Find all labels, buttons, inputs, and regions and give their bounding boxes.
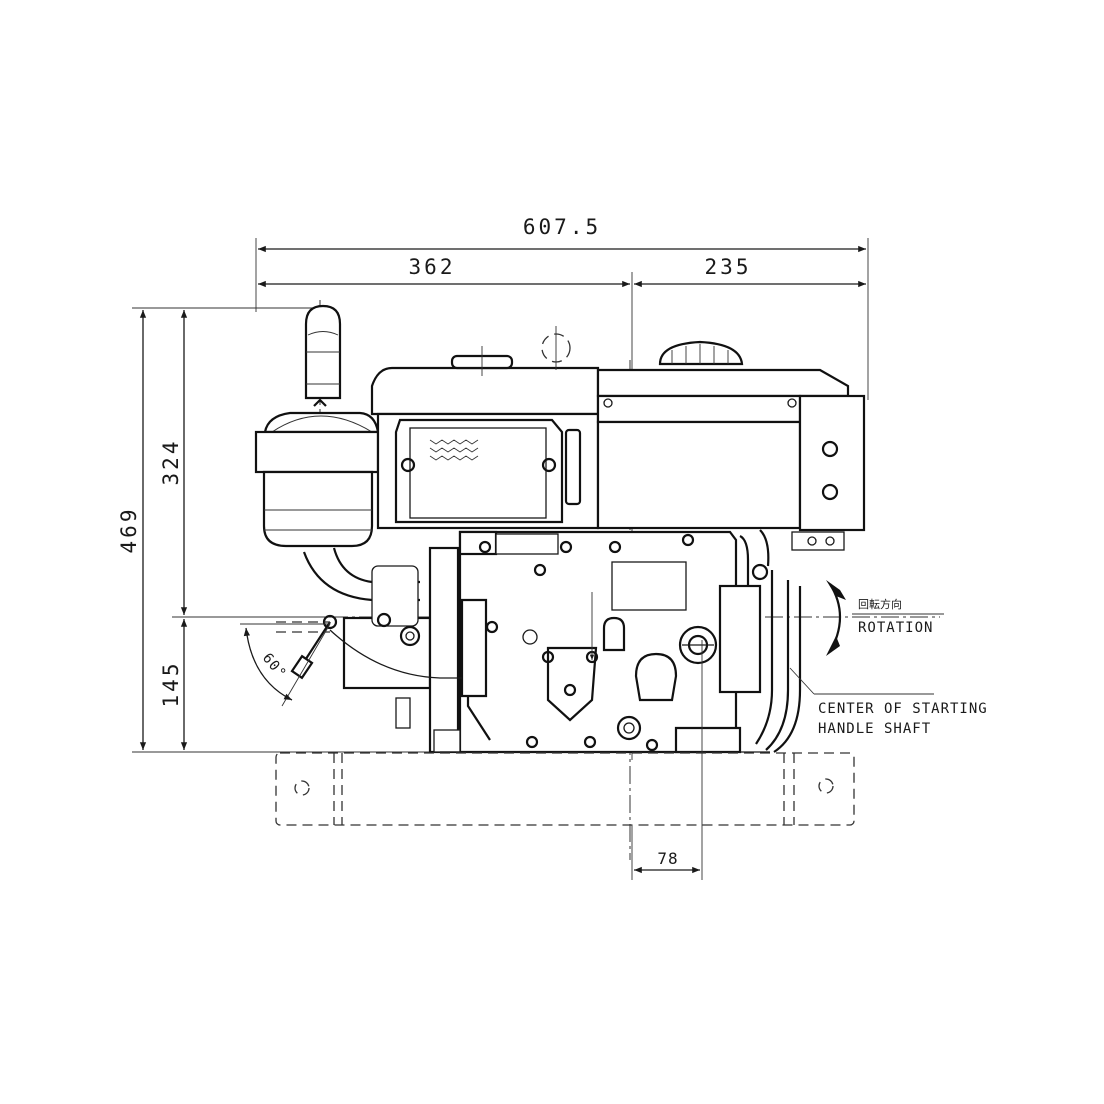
intake-carburetor — [302, 546, 462, 754]
rotation-label: ROTATION — [858, 620, 933, 636]
starting-handle-offset-label: 78 — [657, 849, 678, 868]
top-to-shaft-label: 324 — [159, 439, 183, 486]
center-label-line1: CENTER OF STARTING — [818, 701, 988, 717]
air-cleaner — [254, 398, 380, 548]
overall-height-label: 469 — [117, 507, 141, 554]
fuel-tank — [596, 340, 866, 551]
shaft-to-base-label: 145 — [159, 661, 183, 708]
mesh-pattern — [429, 439, 479, 461]
dimension-shaft-to-base: 145 — [159, 619, 188, 750]
dimension-overall-length: 607.5 — [255, 215, 869, 400]
rotation-jp-label: 回転方向 — [858, 597, 902, 611]
shaft-to-right-label: 235 — [705, 255, 752, 279]
handle-angle: 60° — [240, 623, 331, 707]
left-to-shaft-label: 362 — [409, 255, 456, 279]
overall-length-label: 607.5 — [523, 215, 601, 239]
mounting-base-dashed — [275, 752, 855, 826]
center-label-line2: HANDLE SHAFT — [818, 721, 931, 737]
dimension-overall-height: 469 — [117, 309, 147, 750]
decompression-lever-dashed — [541, 326, 571, 370]
dimension-shaft-to-right: 235 — [634, 255, 866, 288]
starter-guard — [674, 529, 802, 754]
head-cover — [370, 346, 600, 530]
dimension-top-to-shaft: 324 — [159, 309, 188, 615]
rotation-indicator: 回転方向 ROTATION — [826, 580, 944, 656]
center-of-starting-handle-callout: CENTER OF STARTING HANDLE SHAFT — [789, 667, 988, 737]
dimension-starting-handle-offset: 78 — [631, 640, 703, 880]
muffler-stack — [304, 304, 342, 400]
crankcase — [458, 530, 738, 754]
